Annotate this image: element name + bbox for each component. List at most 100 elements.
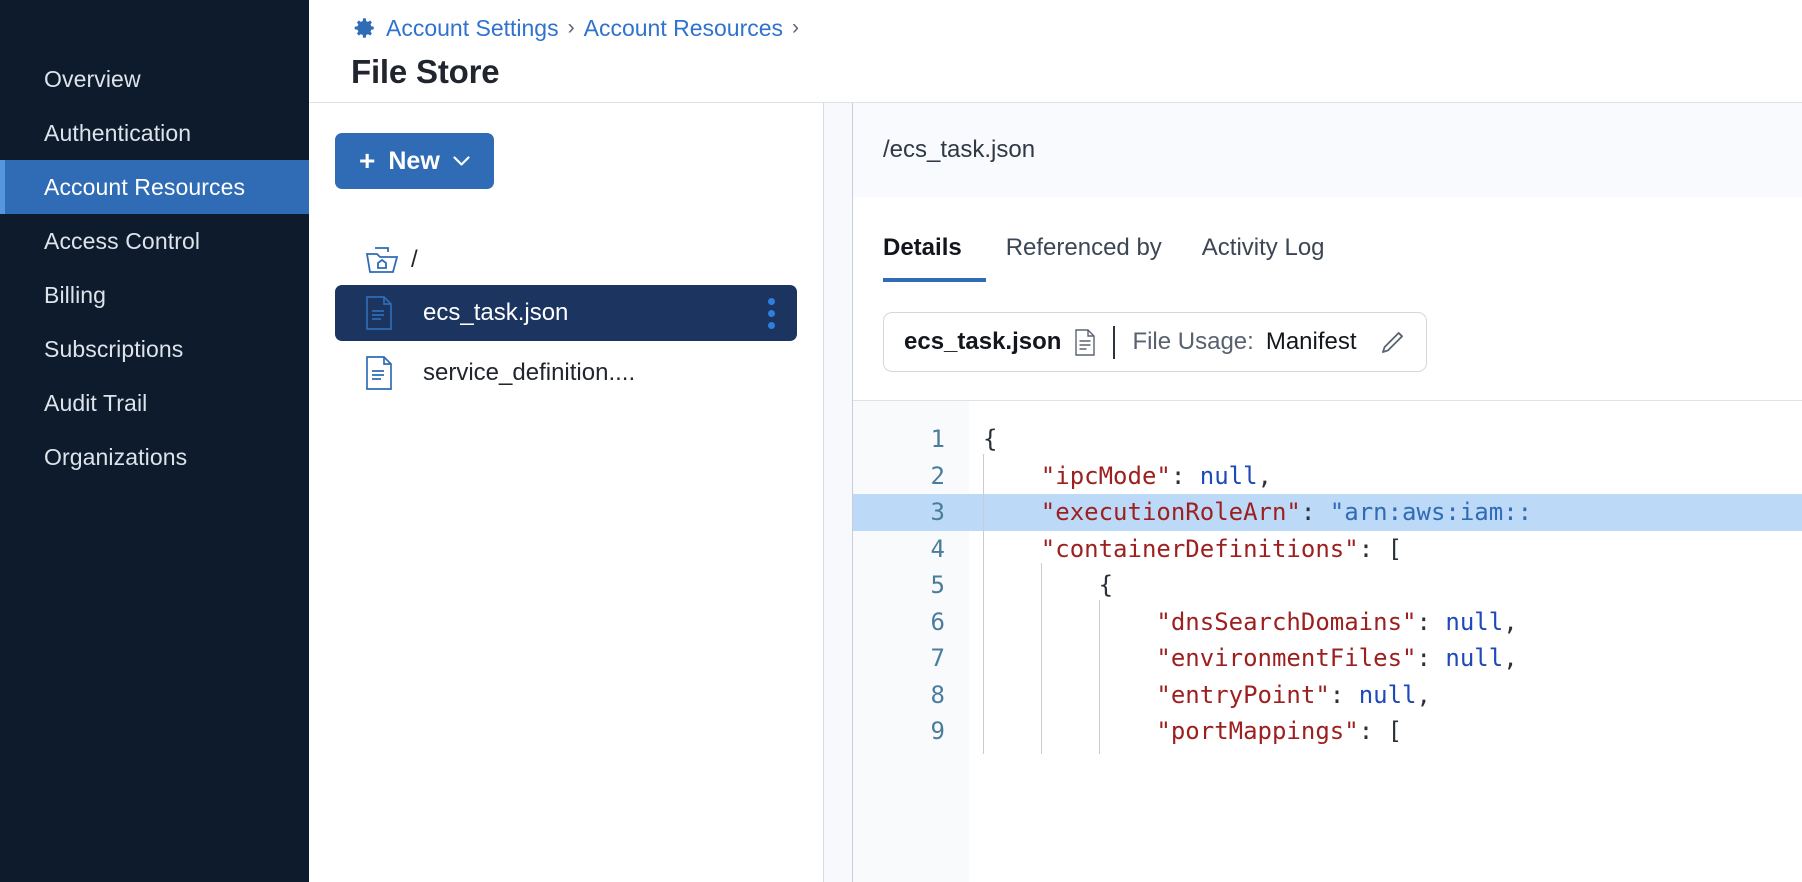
code-token bbox=[1315, 498, 1329, 526]
code-token: , bbox=[1503, 644, 1518, 672]
code-line[interactable]: "containerDefinitions": [ bbox=[969, 526, 1802, 571]
code-line[interactable]: "dnsSearchDomains": null, bbox=[969, 599, 1802, 644]
code-token: null bbox=[1445, 607, 1504, 636]
usage-value: Manifest bbox=[1265, 328, 1357, 355]
sidebar-item-label: Organizations bbox=[44, 443, 188, 470]
indent-guide bbox=[983, 563, 1041, 607]
sidebar-item-label: Audit Trail bbox=[44, 389, 148, 416]
code-token: "entryPoint" bbox=[1156, 680, 1330, 709]
sidebar-item-overview[interactable]: Overview bbox=[0, 52, 309, 106]
sidebar-item-audit-trail[interactable]: Audit Trail bbox=[0, 376, 309, 430]
code-line[interactable]: "portMappings": [ bbox=[969, 709, 1802, 753]
new-button-label: New bbox=[388, 146, 440, 175]
indent-guide bbox=[983, 490, 1041, 534]
tree-file-label: ecs_task.json bbox=[423, 299, 569, 326]
editor-code[interactable]: { "ipcMode": null, "executionRoleArn": "… bbox=[969, 401, 1802, 882]
tab-referenced-by[interactable]: Referenced by bbox=[1005, 234, 1162, 261]
file-detail-panel: /ecs_task.json Details Referenced by Activ… bbox=[853, 103, 1802, 882]
indent-guide bbox=[1098, 672, 1157, 717]
line-number: 7 bbox=[930, 644, 945, 672]
new-button[interactable]: + New bbox=[335, 133, 494, 189]
sidebar-item-subscriptions[interactable]: Subscriptions bbox=[0, 322, 309, 376]
folder-home-icon bbox=[365, 246, 399, 274]
detail-tabs: Details Referenced by Activity Log bbox=[853, 197, 1802, 282]
tree-file-row[interactable]: service_definition.... bbox=[335, 345, 797, 401]
breadcrumb-separator-2: › bbox=[792, 16, 800, 39]
code-line[interactable]: { bbox=[969, 563, 1802, 607]
breadcrumb: Account Settings › Account Resources › bbox=[351, 8, 1802, 48]
sidebar-item-label: Access Control bbox=[44, 227, 201, 254]
indent-guide bbox=[983, 599, 1041, 644]
tab-activity-log[interactable]: Activity Log bbox=[1201, 234, 1325, 261]
indent-guide bbox=[1098, 709, 1157, 753]
code-token: : bbox=[1358, 534, 1374, 563]
indent-guide bbox=[1098, 636, 1157, 680]
code-token: , bbox=[1257, 461, 1272, 490]
code-token: : bbox=[1170, 461, 1186, 490]
line-number: 5 bbox=[930, 571, 945, 599]
sidebar-item-label: Account Resources bbox=[44, 173, 246, 200]
code-token: "executionRoleArn" bbox=[1040, 498, 1301, 526]
code-token bbox=[1431, 644, 1445, 672]
sidebar-item-organizations[interactable]: Organizations bbox=[0, 430, 309, 484]
sidebar-item-authentication[interactable]: Authentication bbox=[0, 106, 309, 160]
code-line[interactable]: "entryPoint": null, bbox=[969, 672, 1802, 717]
file-path: /ecs_task.json bbox=[883, 136, 1036, 163]
indent-guide bbox=[1040, 709, 1099, 753]
breadcrumb-separator: › bbox=[567, 16, 575, 39]
panel-splitter[interactable] bbox=[823, 103, 853, 882]
code-token: : bbox=[1358, 717, 1374, 745]
tree-root-folder[interactable]: / bbox=[335, 239, 797, 281]
file-usage-card: ecs_task.json File Usage: Manifest bbox=[883, 312, 1427, 372]
sidebar-item-label: Authentication bbox=[44, 119, 192, 146]
json-file-icon bbox=[365, 296, 393, 330]
usage-label: File Usage: bbox=[1132, 328, 1254, 355]
indent-guide bbox=[1040, 672, 1099, 717]
chevron-down-icon bbox=[453, 156, 470, 166]
gear-icon bbox=[351, 15, 377, 41]
code-token: null bbox=[1358, 680, 1417, 709]
kebab-menu-icon[interactable] bbox=[768, 297, 775, 329]
usage-divider bbox=[1113, 325, 1116, 359]
line-number: 9 bbox=[930, 717, 945, 745]
breadcrumb-item-account-resources[interactable]: Account Resources bbox=[583, 14, 784, 41]
code-token bbox=[1373, 535, 1387, 563]
pencil-icon[interactable] bbox=[1379, 329, 1406, 356]
json-file-icon bbox=[365, 356, 393, 390]
line-number: 3 bbox=[853, 494, 969, 531]
sidebar-item-access-control[interactable]: Access Control bbox=[0, 214, 309, 268]
indent-guide bbox=[1098, 599, 1157, 644]
code-token bbox=[1344, 681, 1358, 709]
file-tree-panel: + New bbox=[309, 103, 823, 882]
code-token: : bbox=[1329, 680, 1345, 709]
usage-file-name: ecs_task.json bbox=[904, 328, 1062, 355]
tree-file-label: service_definition.... bbox=[423, 359, 636, 386]
code-line[interactable]: "ipcMode": null, bbox=[969, 453, 1802, 498]
code-token: "ipcMode" bbox=[1040, 461, 1171, 490]
code-token: : bbox=[1416, 607, 1431, 636]
line-number: 8 bbox=[930, 680, 945, 709]
code-token: "arn:aws:iam:: bbox=[1329, 498, 1533, 526]
code-token bbox=[1373, 717, 1387, 745]
code-token: : bbox=[1416, 644, 1431, 672]
tab-details[interactable]: Details bbox=[883, 234, 986, 282]
breadcrumb-item-account-settings[interactable]: Account Settings bbox=[386, 14, 559, 41]
sidebar-item-account-resources[interactable]: Account Resources bbox=[0, 160, 309, 214]
sidebar-item-label: Subscriptions bbox=[44, 335, 184, 362]
code-token: : bbox=[1300, 498, 1316, 526]
file-tree: / ecs_task.json service_definition.... bbox=[335, 239, 797, 401]
code-token: "dnsSearchDomains" bbox=[1156, 607, 1417, 636]
plus-icon: + bbox=[359, 145, 376, 176]
indent-guide bbox=[983, 672, 1041, 717]
code-line[interactable]: { bbox=[969, 421, 1802, 458]
line-number: 2 bbox=[930, 461, 945, 490]
sidebar-item-billing[interactable]: Billing bbox=[0, 268, 309, 322]
tree-file-row[interactable]: ecs_task.json bbox=[335, 285, 797, 341]
sidebar-item-label: Overview bbox=[44, 65, 141, 92]
code-line[interactable]: "environmentFiles": null, bbox=[969, 636, 1802, 680]
code-line[interactable]: "executionRoleArn": "arn:aws:iam:: bbox=[969, 490, 1802, 534]
code-token bbox=[1431, 608, 1445, 636]
